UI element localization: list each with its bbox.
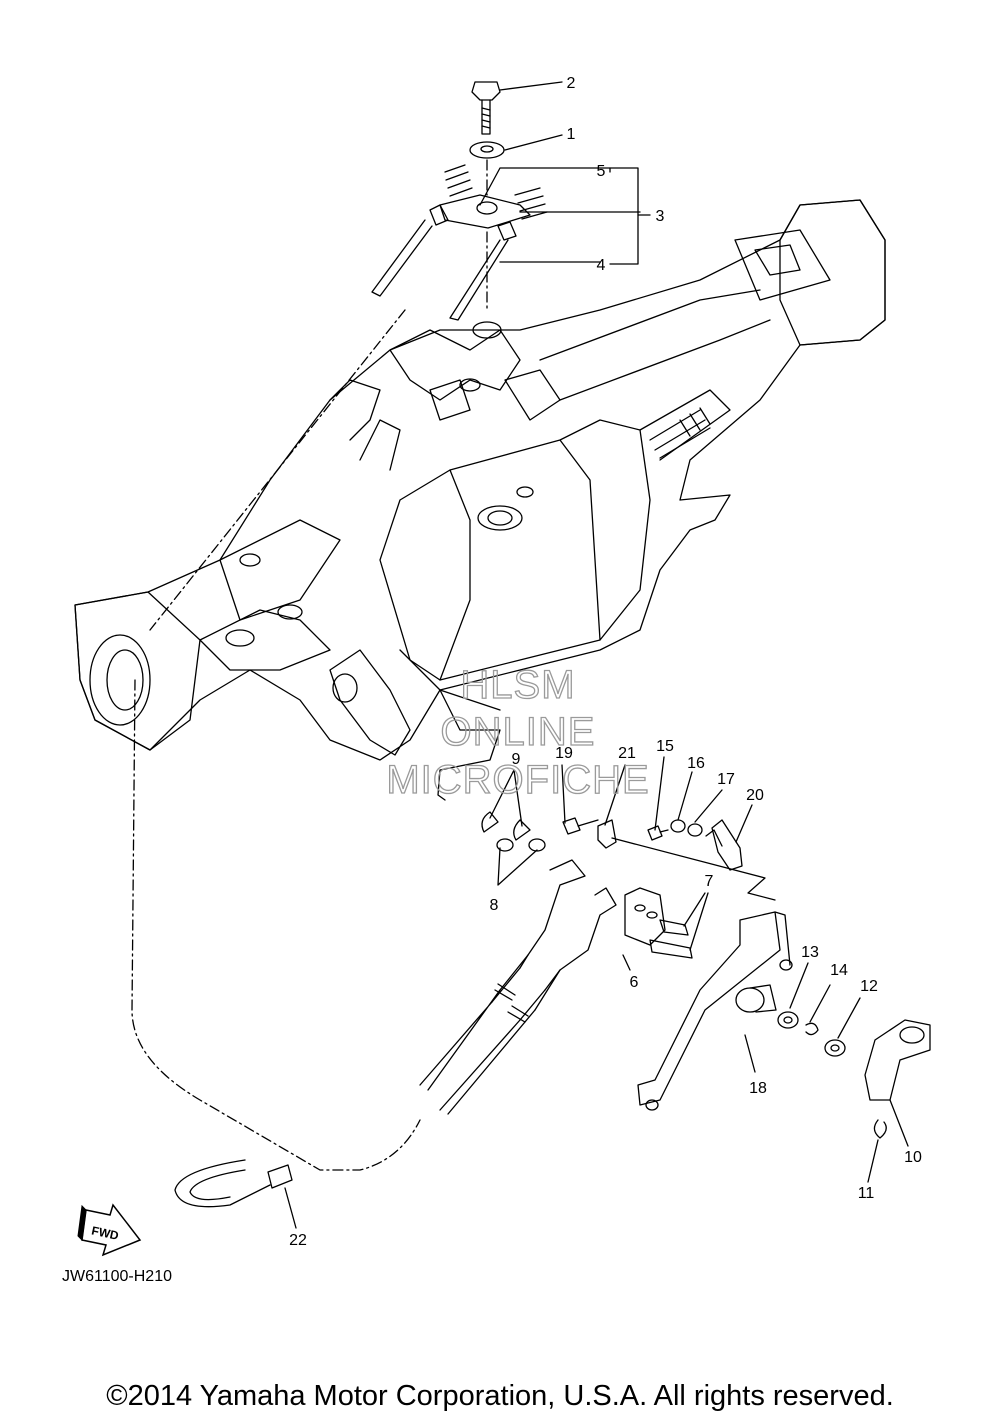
callout-18: 18 [749,1080,767,1097]
break-line [611,837,776,901]
callout-21: 21 [618,745,636,762]
callout-22: 22 [289,1232,307,1249]
top-cable-holder-assembly [371,81,548,321]
cable-tie [174,1159,293,1208]
callout-7: 7 [705,873,714,890]
diagram-reference-code: JW61100-H210 [62,1268,172,1285]
callout-5: 5 [597,163,606,180]
callout-11: 11 [858,1185,875,1202]
engine-body [74,199,886,801]
callout-4: 4 [597,257,606,274]
callout-16: 16 [687,755,705,772]
callout-1: 1 [567,126,576,143]
fwd-label: FWD [90,1223,120,1242]
callout-3: 3 [656,208,665,225]
lever-assembly [419,811,931,1139]
center-lines [131,159,488,1171]
copyright-notice: ©2014 Yamaha Motor Corporation, U.S.A. A… [106,1380,894,1412]
callout-8: 8 [490,897,499,914]
watermark: HLSM ONLINE MICROFICHE [386,662,650,802]
callout-19: 19 [555,745,573,762]
watermark-line-1: HLSM [460,663,575,707]
watermark-line-3: MICROFICHE [386,758,649,802]
callout-12: 12 [860,978,878,995]
callout-2: 2 [567,75,576,92]
callout-17: 17 [717,771,735,788]
callout-9: 9 [512,751,521,768]
callout-15: 15 [656,738,674,755]
callout-14: 14 [830,962,848,979]
fwd-arrow-icon: FWD [77,1203,142,1257]
callout-labels: 2 1 5 3 4 9 19 21 15 16 17 20 7 8 6 13 1… [289,75,922,1249]
watermark-line-2: ONLINE [441,710,596,754]
callout-10: 10 [904,1149,922,1166]
callout-13: 13 [801,944,819,961]
leader-lines [284,81,909,1229]
callout-20: 20 [746,787,764,804]
callout-6: 6 [630,974,639,991]
